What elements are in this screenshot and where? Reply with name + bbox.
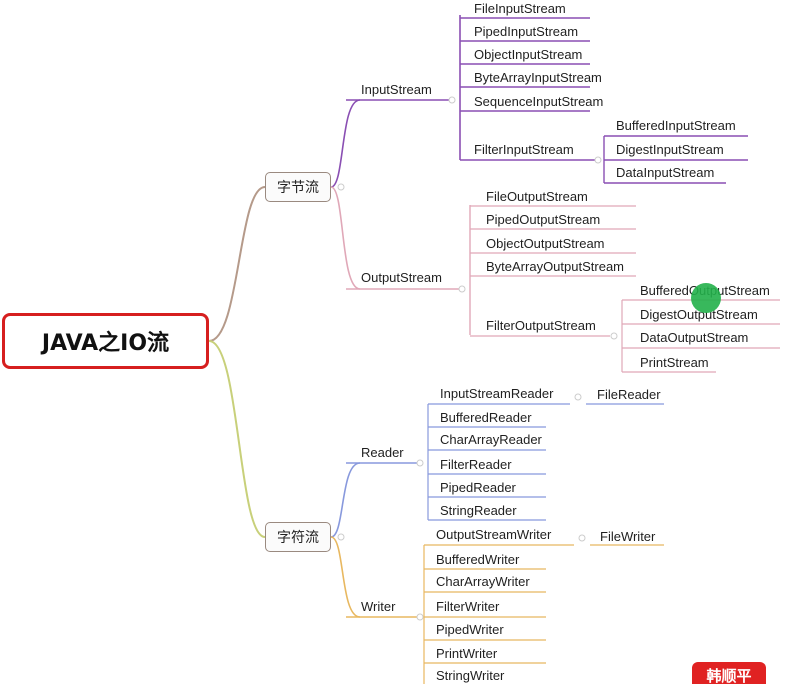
node-objectinputstream[interactable]: ObjectInputStream	[474, 47, 583, 62]
node-printstream[interactable]: PrintStream	[640, 355, 709, 370]
collapse-toggle-icon	[337, 533, 345, 541]
node-stringreader[interactable]: StringReader	[440, 503, 517, 518]
edge-char-writer	[330, 536, 361, 618]
byte-stream-node[interactable]: 字节流	[265, 172, 331, 202]
collapse-toggle-icon	[594, 156, 602, 164]
node-digestoutputstream[interactable]: DigestOutputStream	[640, 307, 758, 322]
collapse-toggle-icon	[337, 183, 345, 191]
collapse-toggle-icon	[458, 285, 466, 293]
edge-byte-input	[330, 99, 361, 188]
char-stream-node[interactable]: 字符流	[265, 522, 331, 552]
node-stringwriter[interactable]: StringWriter	[436, 668, 505, 683]
node-inputstreamreader[interactable]: InputStreamReader	[440, 386, 554, 401]
node-pipedreader[interactable]: PipedReader	[440, 480, 516, 495]
node-pipedinputstream[interactable]: PipedInputStream	[474, 24, 579, 39]
node-filterwriter[interactable]: FilterWriter	[436, 599, 500, 614]
node-pipedoutputstream[interactable]: PipedOutputStream	[486, 212, 601, 227]
node-bytearrayoutputstream[interactable]: ByteArrayOutputStream	[486, 259, 624, 274]
node-datainputstream[interactable]: DataInputStream	[616, 165, 715, 180]
root-node[interactable]: JAVA之IO流	[2, 313, 209, 369]
collapse-toggle-icon	[448, 96, 456, 104]
node-filewriter[interactable]: FileWriter	[600, 529, 656, 544]
writer-node[interactable]: Writer	[361, 599, 396, 614]
node-filteroutputstream[interactable]: FilterOutputStream	[486, 318, 596, 333]
reader-node[interactable]: Reader	[361, 445, 404, 460]
node-objectoutputstream[interactable]: ObjectOutputStream	[486, 236, 605, 251]
node-filereader[interactable]: FileReader	[597, 387, 661, 402]
edge-char-reader	[330, 462, 361, 538]
node-filterreader[interactable]: FilterReader	[440, 457, 512, 472]
edge-byte-output	[330, 186, 361, 290]
pointer-highlight-icon	[691, 283, 721, 313]
node-digestinputstream[interactable]: DigestInputStream	[616, 142, 724, 157]
node-sequenceinputstream[interactable]: SequenceInputStream	[474, 94, 604, 109]
node-chararraywriter[interactable]: CharArrayWriter	[436, 574, 530, 589]
inputstream-node[interactable]: InputStream	[361, 82, 432, 97]
node-pipedwriter[interactable]: PipedWriter	[436, 622, 504, 637]
node-outputstreamwriter[interactable]: OutputStreamWriter	[436, 527, 552, 542]
collapse-toggle-icon	[416, 459, 424, 467]
node-dataoutputstream[interactable]: DataOutputStream	[640, 330, 749, 345]
edge-root-byte	[208, 186, 266, 342]
node-chararrayreader[interactable]: CharArrayReader	[440, 432, 542, 447]
node-bytearrayinputstream[interactable]: ByteArrayInputStream	[474, 70, 602, 85]
node-bufferedinputstream[interactable]: BufferedInputStream	[616, 118, 736, 133]
watermark-badge: 韩顺平	[692, 662, 766, 684]
collapse-toggle-icon	[610, 332, 618, 340]
collapse-toggle-icon	[574, 393, 582, 401]
node-bufferedreader[interactable]: BufferedReader	[440, 410, 532, 425]
outputstream-node[interactable]: OutputStream	[361, 270, 442, 285]
collapse-toggle-icon	[578, 534, 586, 542]
node-printwriter[interactable]: PrintWriter	[436, 646, 498, 661]
node-filterinputstream[interactable]: FilterInputStream	[474, 142, 574, 157]
collapse-toggle-icon	[416, 613, 424, 621]
node-fileoutputstream[interactable]: FileOutputStream	[486, 189, 588, 204]
node-fileinputstream[interactable]: FileInputStream	[474, 1, 566, 16]
edge-root-char	[208, 340, 266, 538]
node-bufferedwriter[interactable]: BufferedWriter	[436, 552, 520, 567]
